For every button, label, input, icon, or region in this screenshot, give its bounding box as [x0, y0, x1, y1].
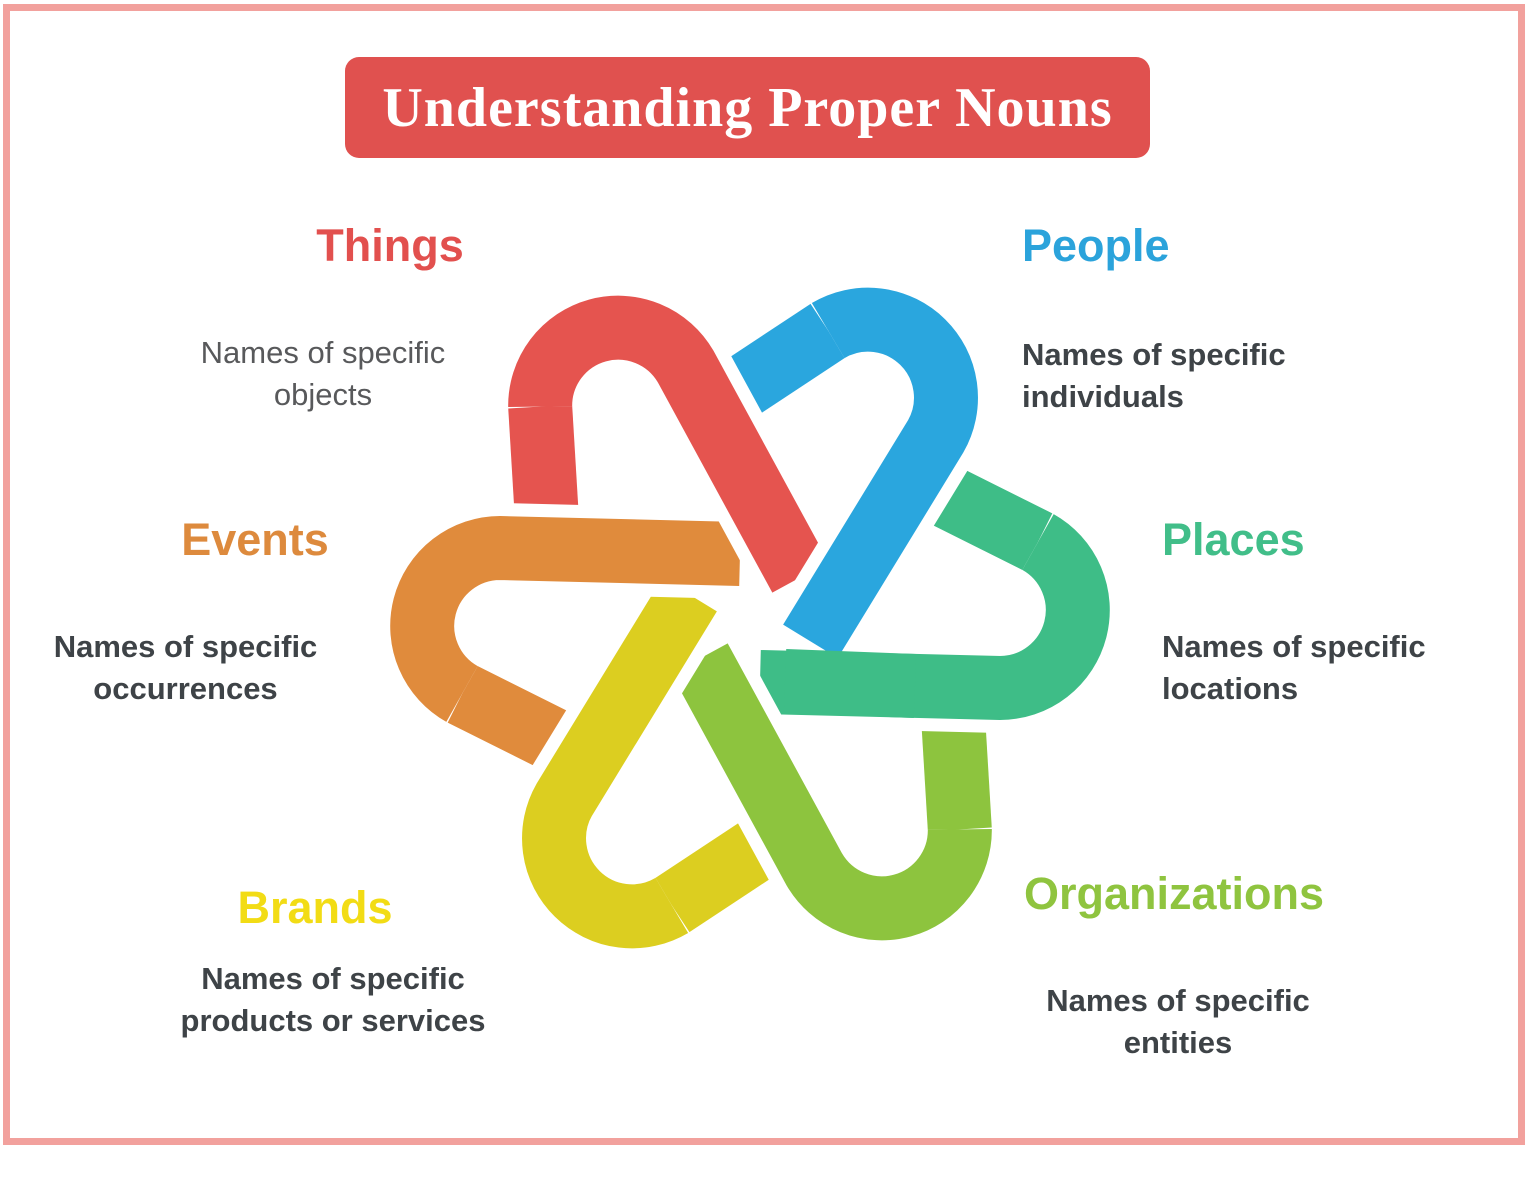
category-description-organizations: Names of specific entities — [1046, 983, 1310, 1060]
page-border-frame — [3, 4, 1525, 1145]
title-banner: Understanding Proper Nouns — [345, 57, 1150, 158]
category-label-brands: Brands — [237, 882, 393, 933]
category-label-organizations: Organizations — [1024, 868, 1325, 919]
category-description-brands: Names of specific products or services — [180, 961, 486, 1038]
category-description-things: Names of specific objects — [200, 335, 446, 412]
category-description-people: Names of specific individuals — [1022, 337, 1286, 414]
category-label-places: Places — [1162, 514, 1305, 565]
category-label-things: Things — [316, 220, 464, 271]
page-title: Understanding Proper Nouns — [382, 76, 1113, 139]
category-label-people: People — [1022, 220, 1170, 271]
category-description-places: Names of specific locations — [1162, 629, 1426, 706]
category-description-events: Names of specific occurrences — [53, 629, 318, 706]
category-label-events: Events — [181, 514, 329, 565]
